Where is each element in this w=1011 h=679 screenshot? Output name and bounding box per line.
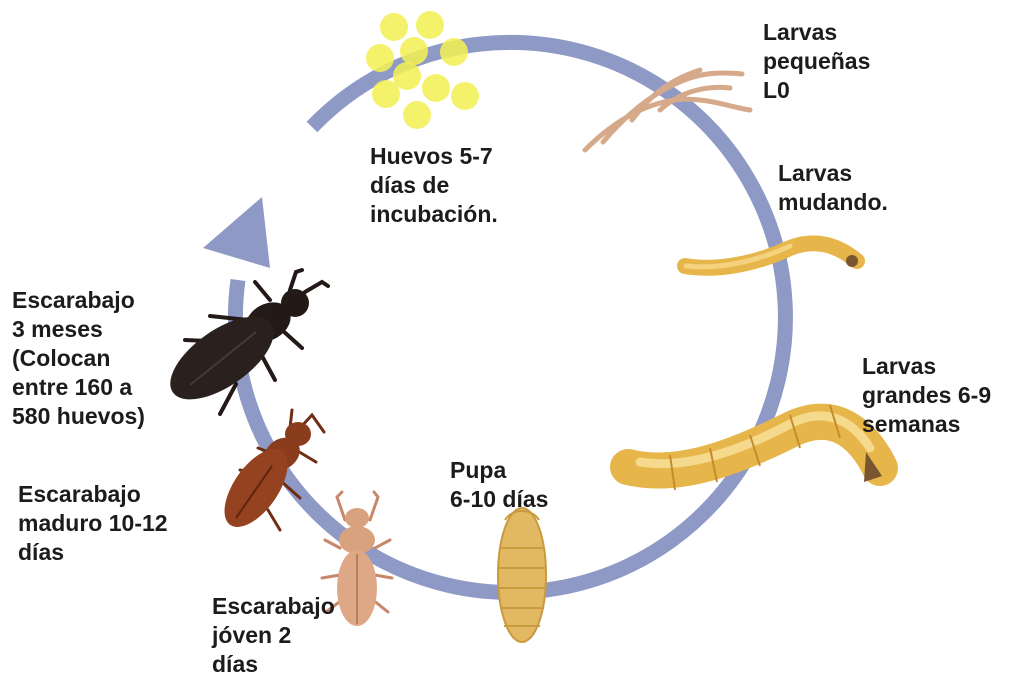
label-eggs: Huevos 5-7 días de incubación. (370, 142, 498, 229)
egg-cluster-icon (366, 11, 479, 129)
label-adult-beetle: Escarabajo 3 meses (Colocan entre 160 a … (12, 286, 145, 431)
label-pupa: Pupa 6-10 días (450, 456, 548, 514)
cycle-arrowhead-icon (203, 197, 270, 268)
pupa-icon (498, 508, 546, 642)
label-large-larvae: Larvas grandes 6-9 semanas (862, 352, 991, 439)
label-molting-larvae: Larvas mudando. (778, 159, 888, 217)
label-mature-beetle: Escarabajo maduro 10-12 días (18, 480, 168, 567)
label-small-larvae: Larvas pequeñas L0 (763, 18, 870, 105)
mature-beetle-icon (212, 410, 324, 537)
large-larva-icon (628, 405, 882, 490)
label-young-beetle: Escarabajo jóven 2 días (212, 592, 335, 679)
